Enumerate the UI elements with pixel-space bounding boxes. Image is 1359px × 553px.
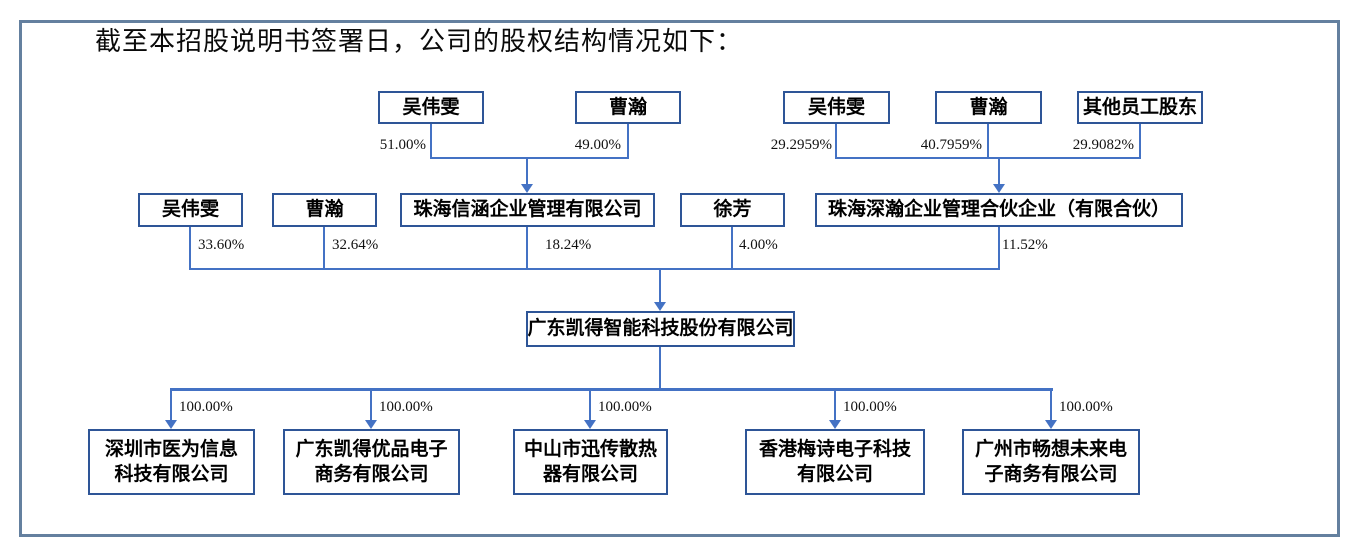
node-zhuhai-shenhan: 珠海深瀚企业管理合伙企业（有限合伙） [815,193,1183,227]
node-wuweiwen-upper-left: 吴伟雯 [378,91,484,124]
node-wuweiwen-direct: 吴伟雯 [138,193,243,227]
node-subsidiary-hongkong-meishi: 香港梅诗电子科技有限公司 [745,429,925,495]
connector-line [987,124,989,157]
connector-line [370,388,372,421]
connector-line [835,124,837,157]
connector-line [430,157,629,159]
pct-label: 18.24% [545,237,592,253]
node-subsidiary-zhongshan-xunchuan: 中山市迅传散热器有限公司 [513,429,668,495]
connector-line [998,227,1000,268]
pct-label: 29.2959% [770,137,832,153]
arrow-down-icon [165,420,177,429]
connector-line [170,388,1053,391]
arrow-down-icon [829,420,841,429]
pct-label: 100.00% [598,399,652,415]
node-subsidiary-guangzhou-changxiang: 广州市畅想未来电子商务有限公司 [962,429,1140,495]
arrow-down-icon [1045,420,1057,429]
node-subsidiary-kaide-youpin: 广东凯得优品电子商务有限公司 [283,429,460,495]
node-caohan-upper-left: 曹瀚 [575,91,681,124]
node-company: 广东凯得智能科技股份有限公司 [526,311,795,347]
pct-label: 51.00% [379,137,426,153]
pct-label: 100.00% [1059,399,1113,415]
arrow-down-icon [654,302,666,311]
pct-label: 100.00% [179,399,233,415]
connector-line [323,227,325,268]
connector-line [430,124,432,157]
connector-line [659,268,661,303]
connector-line [834,388,836,421]
connector-line [526,227,528,268]
connector-line [589,388,591,421]
pct-label: 4.00% [739,237,778,253]
connector-line [170,388,172,421]
arrow-down-icon [993,184,1005,193]
pct-label: 29.9082% [1072,137,1134,153]
pct-label: 32.64% [332,237,379,253]
arrow-down-icon [584,420,596,429]
node-zhuhai-xinhan: 珠海信涵企业管理有限公司 [400,193,655,227]
pct-label: 33.60% [198,237,245,253]
pct-label: 100.00% [379,399,433,415]
connector-line [1139,124,1141,157]
connector-line [1050,388,1052,421]
connector-line [659,347,661,388]
arrow-down-icon [365,420,377,429]
pct-label: 100.00% [843,399,897,415]
connector-line [835,157,1141,159]
connector-line [189,268,1000,270]
connector-line [189,227,191,268]
node-caohan-direct: 曹瀚 [272,193,377,227]
node-subsidiary-shenzhen-yiwei: 深圳市医为信息科技有限公司 [88,429,255,495]
node-wuweiwen-upper-right: 吴伟雯 [783,91,890,124]
node-other-employee-shareholders: 其他员工股东 [1077,91,1203,124]
node-xufang: 徐芳 [680,193,785,227]
connector-line [998,157,1000,185]
connector-line [731,227,733,268]
connector-line [526,157,528,185]
node-caohan-upper-right: 曹瀚 [935,91,1042,124]
arrow-down-icon [521,184,533,193]
pct-label: 49.00% [574,137,621,153]
pct-label: 40.7959% [920,137,982,153]
page-title: 截至本招股说明书签署日，公司的股权结构情况如下： [95,27,744,56]
connector-line [627,124,629,157]
pct-label: 11.52% [1002,237,1048,253]
